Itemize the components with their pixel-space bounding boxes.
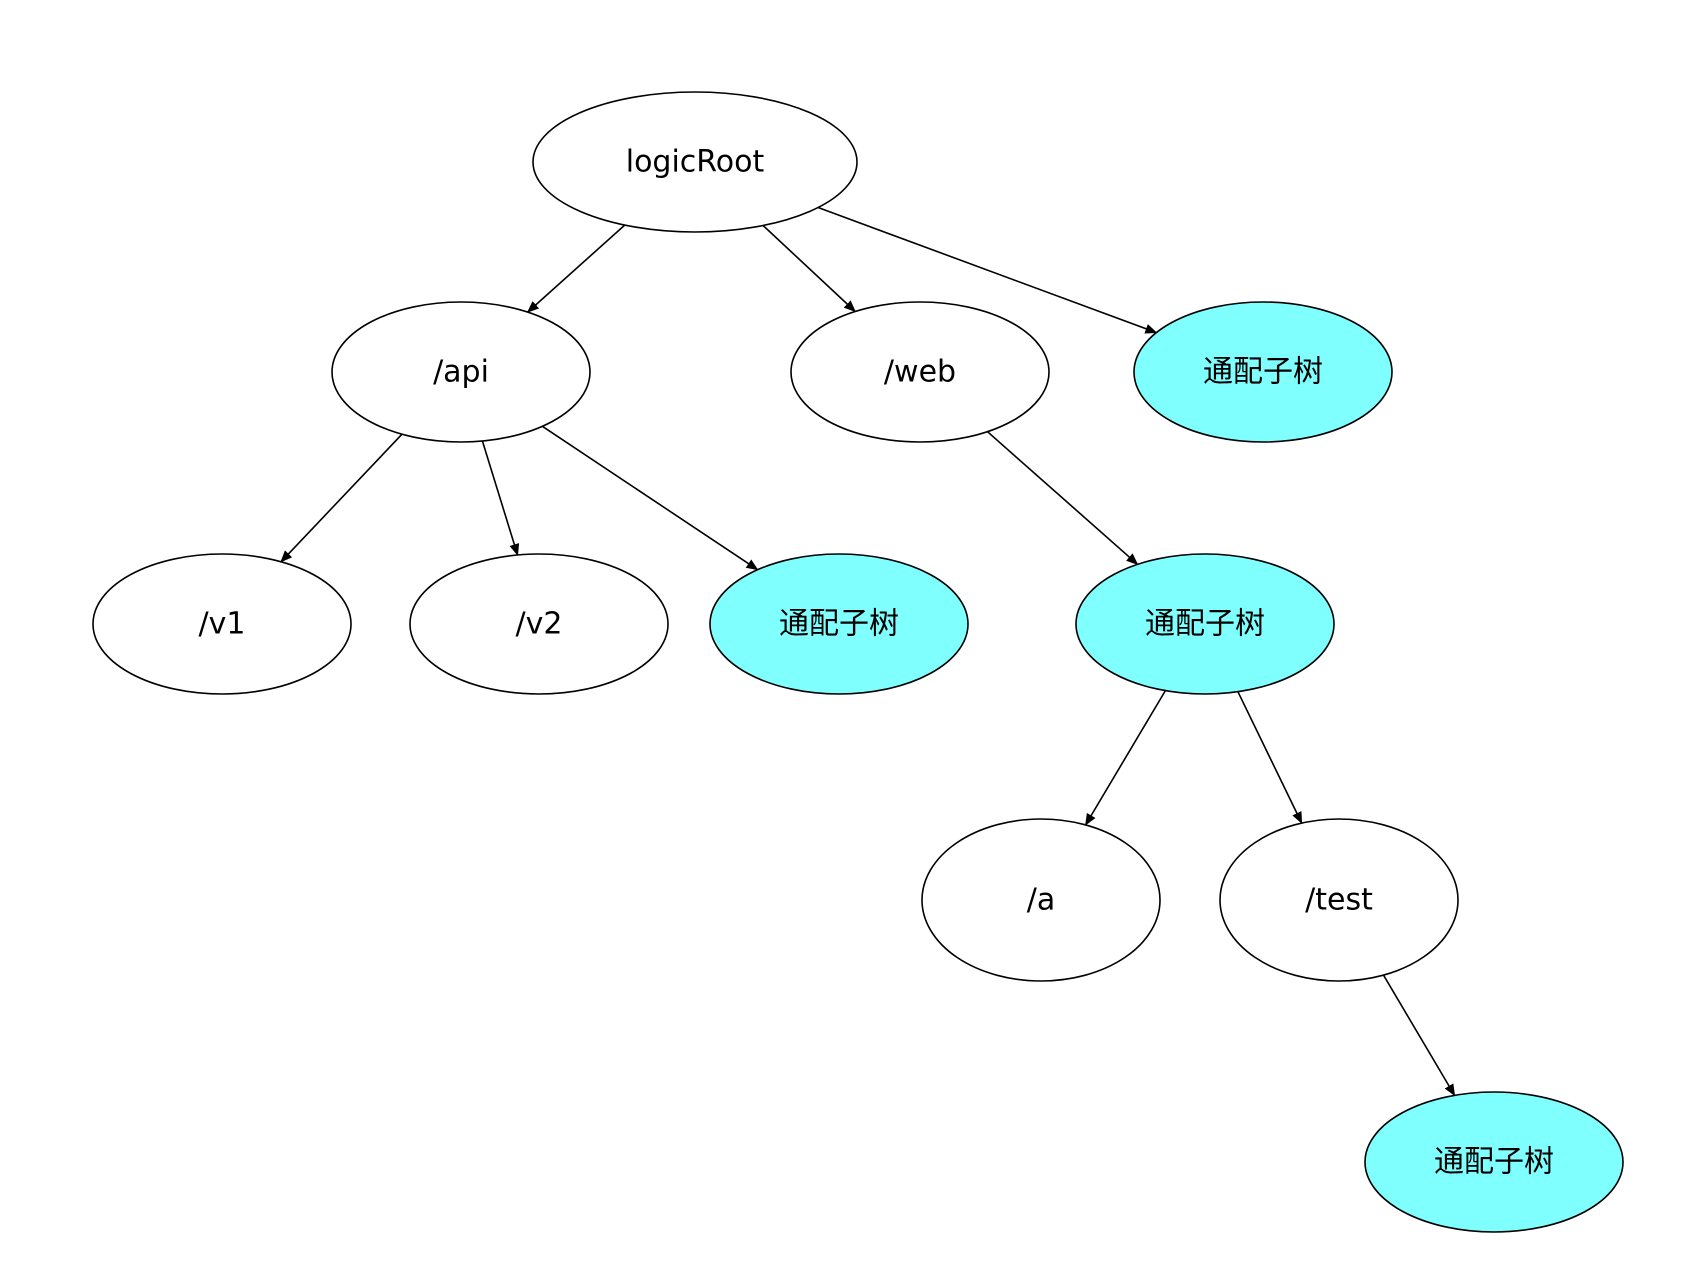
node-a: /a xyxy=(921,818,1161,982)
node-web: /web xyxy=(790,301,1050,443)
node-label-wc2: 通配子树 xyxy=(779,607,899,642)
edge-wc3-to-test xyxy=(1237,691,1303,824)
edge-wc3-to-a xyxy=(1084,690,1167,826)
edge-api-to-v2 xyxy=(481,440,520,556)
node-ellipse-root xyxy=(532,91,858,233)
node-ellipse-v2 xyxy=(409,553,669,695)
node-label-v2: /v2 xyxy=(516,607,563,642)
edge-web-to-wc3 xyxy=(986,431,1139,565)
node-wc3: 通配子树 xyxy=(1075,553,1335,695)
node-label-web: /web xyxy=(884,355,956,390)
edges-layer xyxy=(280,206,1456,1097)
node-label-api: /api xyxy=(433,355,489,390)
edge-root-to-api xyxy=(526,224,626,313)
edge-root-to-web xyxy=(762,224,856,313)
node-label-wc4: 通配子树 xyxy=(1434,1145,1554,1180)
node-label-wc3: 通配子树 xyxy=(1145,607,1265,642)
node-ellipse-wc4 xyxy=(1364,1091,1624,1233)
node-ellipse-web xyxy=(790,301,1050,443)
node-root: logicRoot xyxy=(532,91,858,233)
edge-api-to-wc2 xyxy=(541,425,759,571)
edge-root-to-wc1 xyxy=(817,206,1158,334)
node-wc1: 通配子树 xyxy=(1133,301,1393,443)
node-wc4: 通配子树 xyxy=(1364,1091,1624,1233)
node-ellipse-wc1 xyxy=(1133,301,1393,443)
node-v1: /v1 xyxy=(92,553,352,695)
node-ellipse-v1 xyxy=(92,553,352,695)
node-ellipse-wc3 xyxy=(1075,553,1335,695)
node-label-test: /test xyxy=(1305,883,1373,918)
node-label-root: logicRoot xyxy=(626,145,765,180)
node-ellipse-api xyxy=(331,301,591,443)
node-ellipse-a xyxy=(921,818,1161,982)
node-ellipse-wc2 xyxy=(709,553,969,695)
edge-test-to-wc4 xyxy=(1382,974,1456,1097)
node-ellipse-test xyxy=(1219,818,1459,982)
node-v2: /v2 xyxy=(409,553,669,695)
node-label-a: /a xyxy=(1027,883,1056,918)
node-api: /api xyxy=(331,301,591,443)
node-wc2: 通配子树 xyxy=(709,553,969,695)
node-label-v1: /v1 xyxy=(199,607,246,642)
node-label-wc1: 通配子树 xyxy=(1203,355,1323,390)
edge-api-to-v1 xyxy=(280,433,403,563)
node-test: /test xyxy=(1219,818,1459,982)
